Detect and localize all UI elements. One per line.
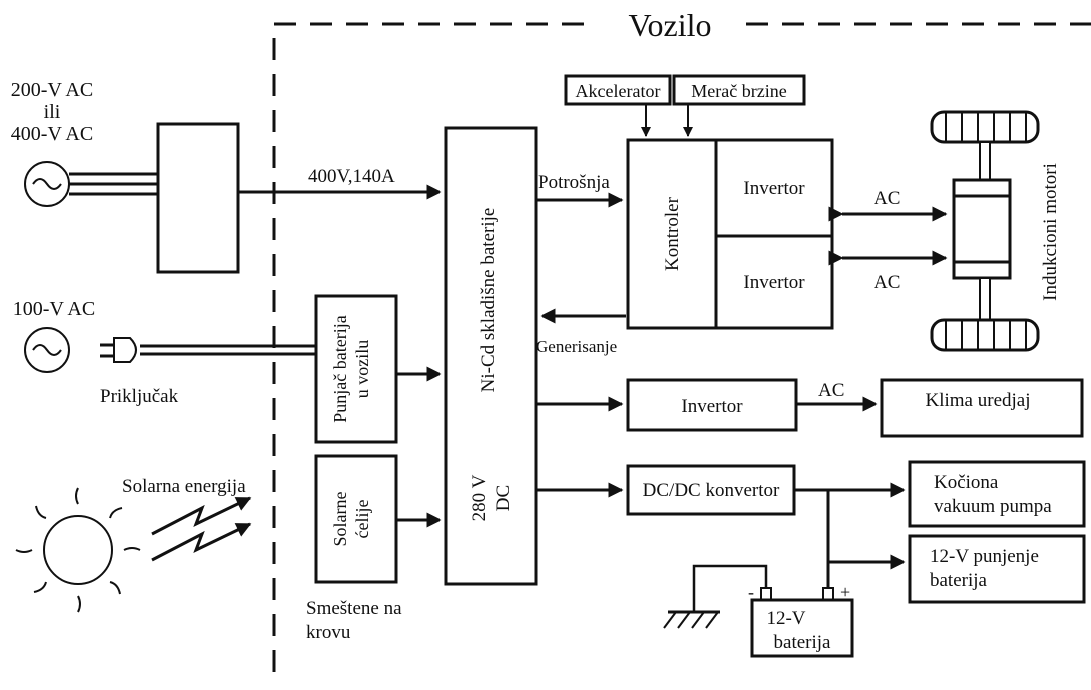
offboard-charger-box bbox=[156, 122, 240, 274]
accelerator-box bbox=[564, 74, 672, 106]
battery-minus-terminal bbox=[760, 587, 772, 601]
solar-cells-box bbox=[314, 454, 398, 584]
ac-high-label-2: ili bbox=[44, 101, 61, 123]
solar-cells-label-2: ćelije bbox=[352, 500, 372, 539]
controller-label: Kontroler bbox=[662, 196, 683, 271]
air-conditioner-box bbox=[880, 378, 1084, 438]
ac-source-high-icon bbox=[24, 161, 158, 207]
roof-note-1: Smeštene na bbox=[306, 598, 402, 619]
air-conditioner-label: Klima uredjaj bbox=[926, 390, 1031, 411]
charging-12v-label-1: 12-V punjenje bbox=[930, 546, 1039, 567]
speedometer-box bbox=[672, 74, 806, 106]
minus-label: - bbox=[748, 582, 754, 602]
plug-label: Priključak bbox=[100, 386, 179, 407]
inverter-1-label: Invertor bbox=[743, 178, 805, 199]
battery-12v-label-2: baterija bbox=[774, 632, 832, 653]
ac-low-label: 100-V AC bbox=[13, 298, 95, 320]
solar-energy-label: Solarna energija bbox=[122, 476, 246, 497]
battery-voltage-label-1: 280 V bbox=[469, 474, 490, 521]
plus-label: + bbox=[840, 582, 850, 602]
onboard-charger-label-2: u vozilu bbox=[352, 340, 372, 399]
brake-pump-box bbox=[908, 460, 1086, 528]
wheel-axle-icon bbox=[930, 110, 1040, 352]
generation-label: Generisanje bbox=[536, 337, 617, 356]
speedometer-label: Merač brzine bbox=[691, 81, 786, 101]
ac-2-label: AC bbox=[874, 272, 900, 293]
ac-high-label-1: 200-V AC bbox=[11, 79, 93, 101]
ac-high-label-3: 400-V AC bbox=[11, 123, 93, 145]
inverter-2-label: Invertor bbox=[743, 272, 805, 293]
charge-line-label: 400V,140A bbox=[308, 166, 395, 187]
ac-3-label: AC bbox=[818, 380, 844, 401]
onboard-charger-box bbox=[314, 294, 398, 444]
battery-voltage-label-2: DC bbox=[493, 485, 514, 511]
onboard-charger-label-1: Punjač baterija bbox=[330, 315, 350, 422]
battery-12v-box bbox=[750, 598, 854, 658]
inverter-3-label: Invertor bbox=[681, 396, 743, 417]
lightning-icon bbox=[151, 496, 252, 562]
main-battery-label: Ni-Cd skladišne baterije bbox=[478, 208, 499, 393]
sun-icon bbox=[15, 487, 141, 613]
consumption-label: Potrošnja bbox=[538, 172, 610, 193]
accelerator-label: Akcelerator bbox=[576, 81, 661, 101]
dcdc-box bbox=[626, 464, 796, 516]
solar-cells-label-1: Solarne bbox=[330, 491, 350, 546]
charging-12v-box bbox=[908, 534, 1086, 604]
ac-source-low-icon bbox=[24, 327, 70, 373]
battery-plus-terminal bbox=[822, 587, 834, 601]
roof-note-2: krovu bbox=[306, 622, 351, 643]
dcdc-label: DC/DC konvertor bbox=[643, 480, 780, 501]
main-battery-box bbox=[444, 126, 538, 586]
brake-pump-label-2: vakuum pumpa bbox=[934, 496, 1052, 517]
inverter-3-box bbox=[626, 378, 798, 432]
battery-12v-label-1: 12-V bbox=[766, 608, 805, 629]
controller-block bbox=[626, 138, 834, 330]
brake-pump-label-1: Kočiona bbox=[934, 472, 999, 493]
vehicle-boundary bbox=[272, 22, 1091, 672]
charging-12v-label-2: baterija bbox=[930, 570, 988, 591]
plug-icon bbox=[100, 337, 316, 363]
ac-1-label: AC bbox=[874, 188, 900, 209]
vehicle-label: Vozilo bbox=[629, 7, 712, 43]
motors-label: Indukcioni motori bbox=[1040, 163, 1061, 301]
ground-icon bbox=[663, 564, 768, 629]
